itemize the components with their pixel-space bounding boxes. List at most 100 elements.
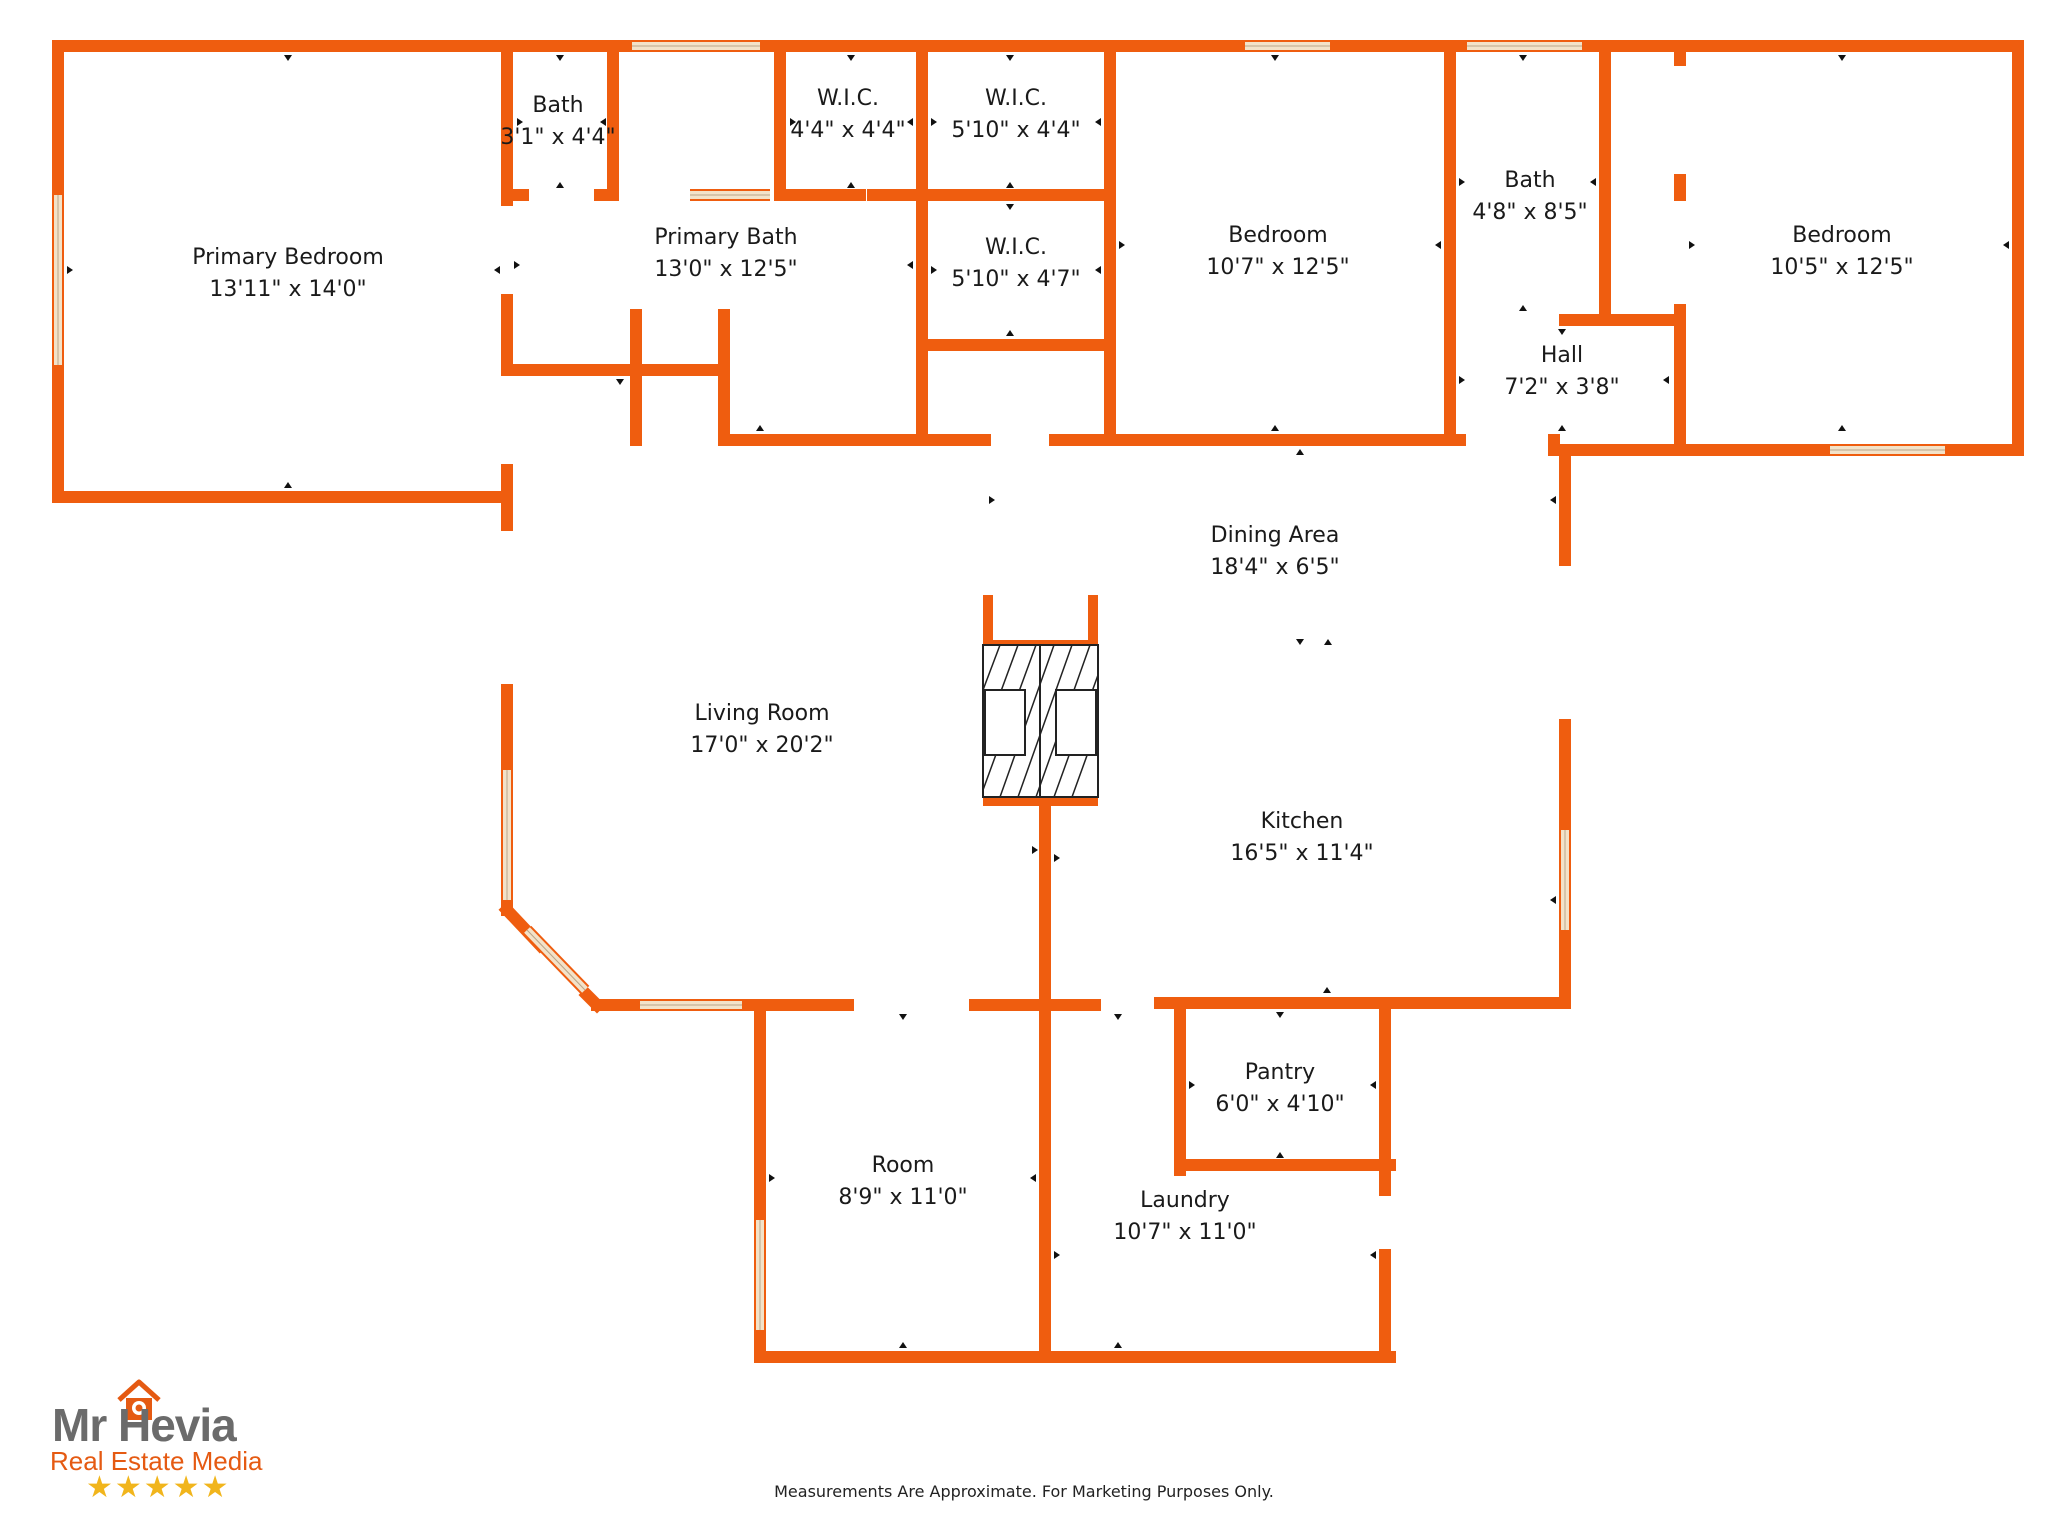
room-name: W.I.C. (985, 235, 1047, 260)
dimension-marker (931, 118, 937, 126)
wall-segment (969, 999, 1101, 1011)
room-name: Pantry (1245, 1060, 1315, 1085)
dimension-marker (769, 1174, 775, 1182)
wall-segment (736, 999, 854, 1011)
wall-segment (1174, 1159, 1396, 1171)
wall-segment (1379, 997, 1391, 1196)
room-name: Bedroom (1792, 223, 1892, 248)
wall-segment (607, 40, 619, 201)
room-dimensions: 13'0" x 12'5" (654, 257, 797, 282)
wall-segment (784, 189, 866, 201)
windows (52, 40, 1945, 1330)
dimension-marker (1323, 987, 1331, 993)
wall-segment (1039, 799, 1051, 1363)
room-dimensions: 17'0" x 20'2" (690, 733, 833, 758)
dimension-marker (556, 55, 564, 61)
wall-segment (1324, 40, 1473, 52)
room-dimensions: 4'4" x 4'4" (790, 118, 905, 143)
dimension-marker (1276, 1012, 1284, 1018)
logo-brand-name: Mr Hevia (52, 1399, 237, 1451)
wall-segment (1576, 40, 2024, 52)
room-dimensions: 5'10" x 4'4" (951, 118, 1080, 143)
dimension-marker (1032, 846, 1038, 854)
dimension-marker (1558, 425, 1566, 431)
dimension-marker (1838, 425, 1846, 431)
dimension-marker (1435, 241, 1441, 249)
dimension-marker (1663, 376, 1669, 384)
dimension-marker (1519, 305, 1527, 311)
wall-segment (501, 364, 726, 376)
room-dimensions: 7'2" x 3'8" (1504, 375, 1619, 400)
room-name: Primary Bath (654, 225, 797, 250)
wall-segment (1599, 40, 1611, 326)
dimension-marker (600, 118, 606, 126)
wall-segment (1154, 997, 1571, 1009)
wall-segment (2012, 40, 2024, 456)
dimension-marker (1006, 55, 1014, 61)
wall-segment (754, 40, 1251, 52)
dimension-marker (1276, 1152, 1284, 1158)
room-dimensions: 18'4" x 6'5" (1210, 555, 1339, 580)
dimension-marker (1271, 425, 1279, 431)
room-dimensions: 10'5" x 12'5" (1770, 255, 1913, 280)
wall-segment (718, 309, 730, 446)
dimension-marker (1271, 55, 1279, 61)
walls (52, 40, 2024, 1363)
dimension-marker (1114, 1342, 1122, 1348)
room-name: Room (872, 1153, 935, 1178)
wall-segment (718, 434, 991, 446)
window-line (526, 929, 586, 991)
dimension-marker (1459, 376, 1465, 384)
dimension-marker (899, 1014, 907, 1020)
wall-segment (501, 40, 513, 206)
dimension-marker (1550, 896, 1556, 904)
wall-segment (501, 491, 513, 531)
room-name: Bath (1504, 168, 1555, 193)
dimension-marker (1838, 55, 1846, 61)
room-name: Bath (532, 93, 583, 118)
room-name: Living Room (694, 701, 829, 726)
logo-rating-stars: ★★★★★ (86, 1470, 231, 1505)
dimension-marker (494, 266, 500, 274)
room-dimensions: 16'5" x 11'4" (1230, 841, 1373, 866)
wall-segment (1674, 40, 1686, 66)
wall-segment (630, 309, 642, 446)
wall-segment (867, 189, 1116, 201)
dimension-marker (756, 425, 764, 431)
room-name: W.I.C. (985, 86, 1047, 111)
wall-segment (1548, 434, 1560, 456)
disclaimer: Measurements Are Approximate. For Market… (774, 1482, 1274, 1501)
wall-segment (1559, 444, 1571, 566)
room-name: Kitchen (1261, 809, 1344, 834)
room-dimensions: 4'8" x 8'5" (1472, 200, 1587, 225)
company-logo: Mr Hevia Real Estate Media ★★★★★ (50, 1378, 290, 1508)
dimension-marker (1459, 178, 1465, 186)
dimension-marker (1189, 1081, 1195, 1089)
wall-segment (1379, 1249, 1391, 1363)
wall-segment (1559, 314, 1686, 326)
wall-segment (1559, 924, 1571, 1009)
wall-segment (52, 359, 64, 503)
dimension-marker (514, 261, 520, 269)
dimension-marker (284, 482, 292, 488)
dimension-marker (847, 182, 855, 188)
wall-segment (916, 40, 928, 446)
dimension-marker (1324, 639, 1332, 645)
dimension-marker (907, 118, 913, 126)
room-name: Hall (1541, 343, 1583, 368)
dimension-marker (1590, 178, 1596, 186)
dimension-marker (1030, 1174, 1036, 1182)
dimension-marker (899, 1342, 907, 1348)
room-dimensions: 5'10" x 4'7" (951, 267, 1080, 292)
wall-segment (1548, 444, 1836, 456)
dimension-markers (67, 55, 2009, 1348)
dimension-marker (1689, 241, 1695, 249)
dimension-marker (1370, 1251, 1376, 1259)
room-dimensions: 3'1" x 4'4" (500, 125, 615, 150)
wall-segment (501, 684, 513, 776)
dimension-marker (616, 379, 624, 385)
dimension-marker (67, 266, 73, 274)
wall-segment (501, 189, 529, 201)
